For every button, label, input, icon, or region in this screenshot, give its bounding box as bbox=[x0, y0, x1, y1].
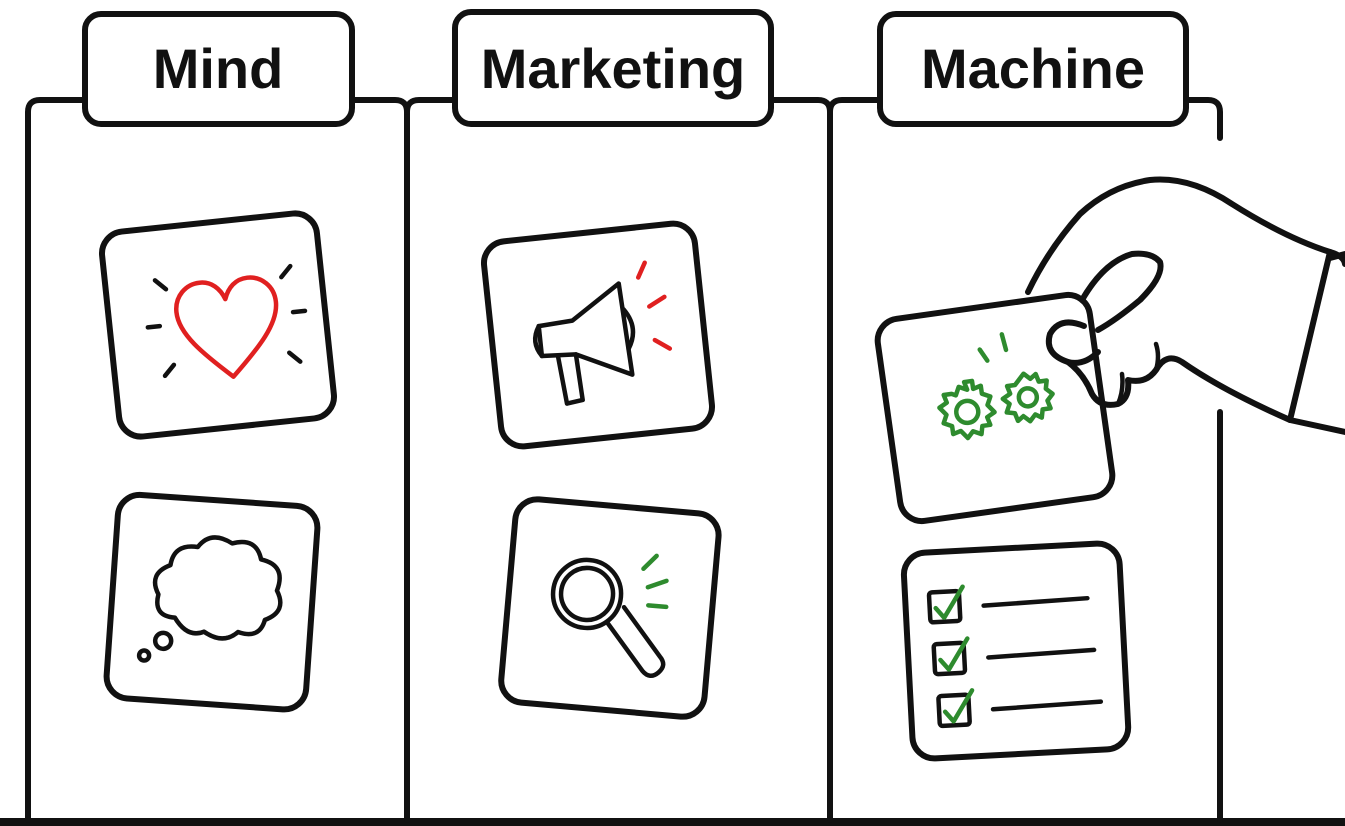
column-mind-left-edge bbox=[25, 97, 88, 823]
card-checklist bbox=[900, 540, 1132, 762]
magnifying-glass-icon bbox=[550, 553, 669, 679]
column-machine-tab bbox=[877, 11, 1189, 127]
column-marketing-left-edge bbox=[404, 97, 458, 115]
column-machine: Machine bbox=[827, 11, 1345, 823]
column-marketing-tab bbox=[452, 9, 774, 127]
gears-icon bbox=[937, 332, 1055, 441]
column-mind-tab bbox=[82, 11, 355, 127]
hand-icon bbox=[1025, 176, 1345, 435]
megaphone-icon bbox=[533, 260, 673, 406]
column-machine-title: Machine bbox=[921, 37, 1145, 100]
card-thought-cloud bbox=[103, 491, 321, 713]
column-mind: Mind bbox=[25, 11, 410, 823]
column-mind-title: Mind bbox=[153, 37, 284, 100]
column-mind-right-edge bbox=[349, 97, 410, 823]
column-machine-left-edge bbox=[827, 97, 883, 115]
column-marketing-right-edge bbox=[768, 97, 833, 823]
heart-icon bbox=[145, 263, 308, 379]
column-marketing: Marketing bbox=[404, 9, 833, 823]
card-heart bbox=[99, 210, 337, 440]
column-marketing-title: Marketing bbox=[481, 37, 746, 100]
checklist-icon bbox=[926, 584, 1104, 729]
column-machine-right-edge-top bbox=[1183, 97, 1223, 141]
card-magnifying-glass bbox=[498, 496, 722, 720]
card-megaphone bbox=[480, 220, 716, 450]
thought-cloud-icon bbox=[136, 535, 283, 663]
